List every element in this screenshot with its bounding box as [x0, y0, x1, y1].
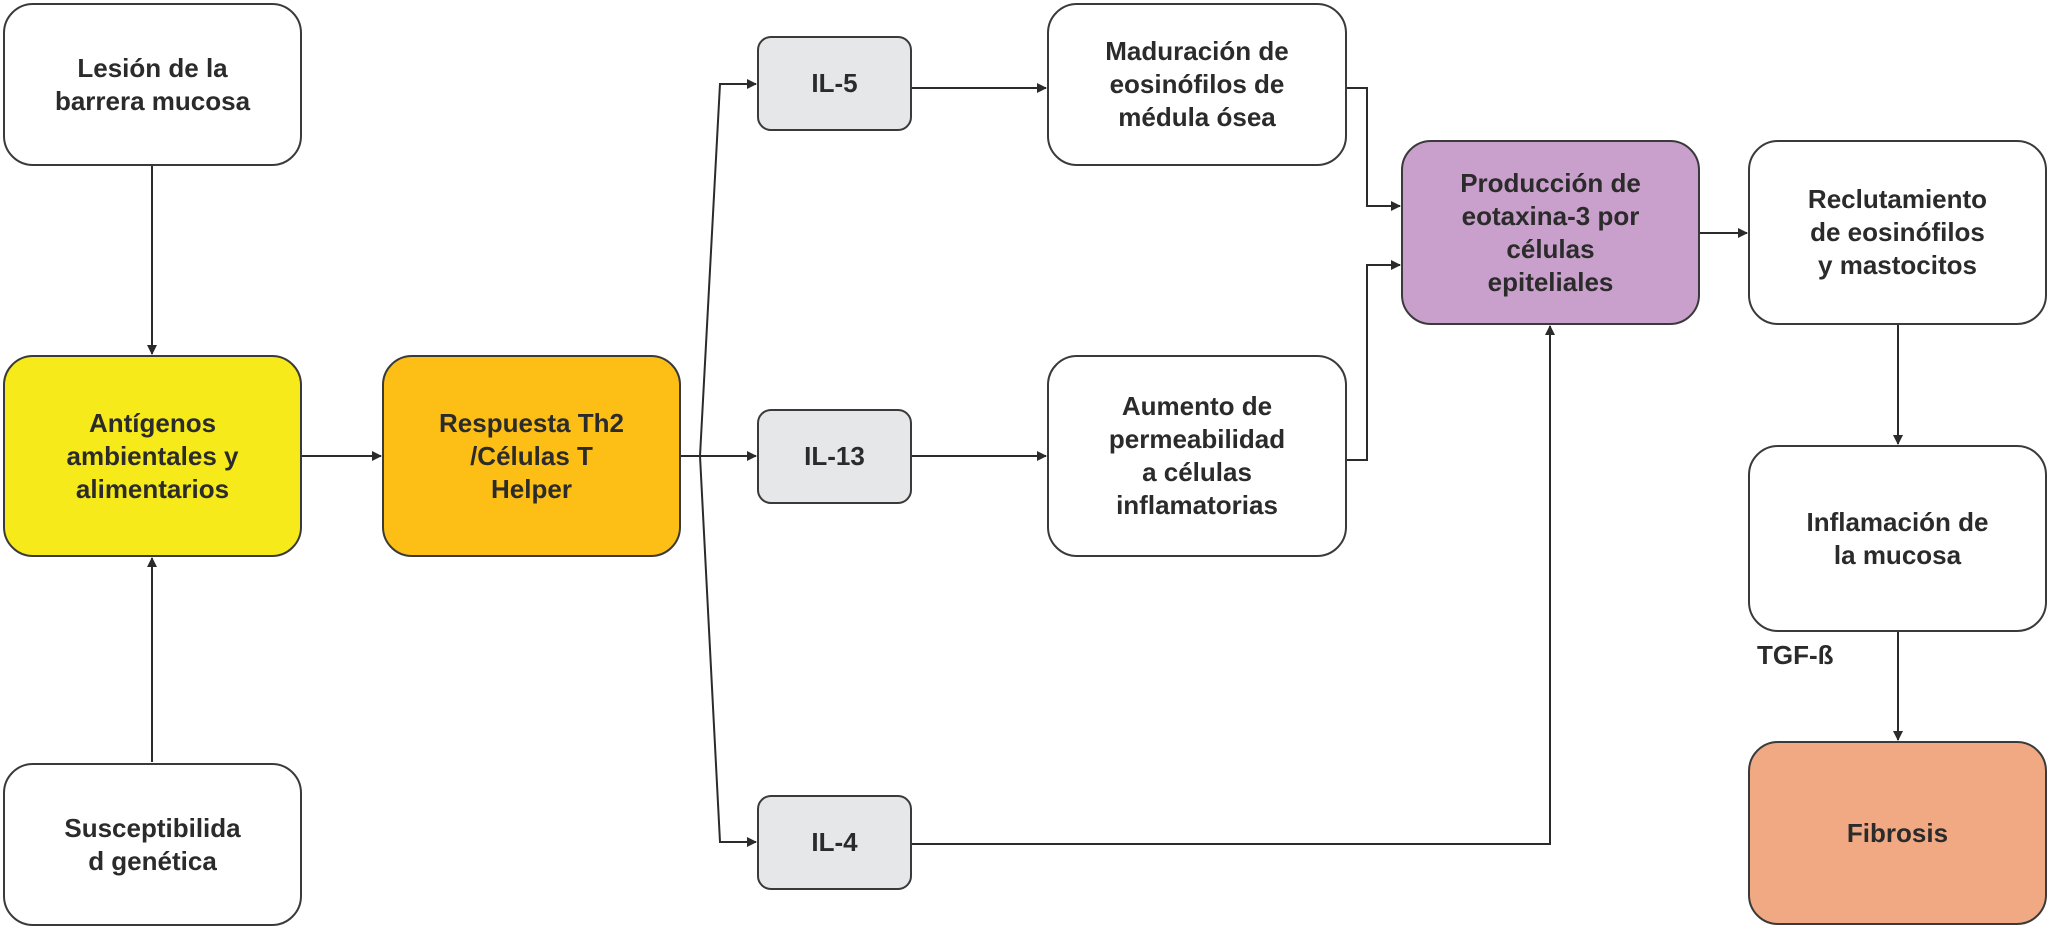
arrow-maduracion-to-eotaxina	[1347, 87, 1401, 211]
node-fibrosis: Fibrosis	[1748, 741, 2047, 925]
node-il5: IL-5	[757, 36, 912, 131]
node-il4: IL-4	[757, 795, 912, 890]
node-il13: IL-13	[757, 409, 912, 504]
arrow-permeabilidad-to-eotaxina	[1347, 260, 1401, 461]
arrow-il4-to-eotaxina	[912, 325, 1555, 845]
node-antigenos: Antígenos ambientales y alimentarios	[3, 355, 302, 557]
node-susceptibilidad: Susceptibilida d genética	[3, 763, 302, 926]
node-th2: Respuesta Th2 /Células T Helper	[382, 355, 681, 557]
arrow-th2-to-il4	[699, 455, 757, 847]
node-lesion: Lesión de la barrera mucosa	[3, 3, 302, 166]
node-maduracion: Maduración de eosinófilos de médula ósea	[1047, 3, 1347, 166]
node-inflamacion: Inflamación de la mucosa	[1748, 445, 2047, 632]
node-eotaxina: Producción de eotaxina-3 por células epi…	[1401, 140, 1700, 325]
arrow-th2-to-il5	[681, 79, 757, 457]
edge-label-tgf-beta: TGF-ß	[1757, 640, 1834, 670]
node-permeabilidad: Aumento de permeabilidad a células infla…	[1047, 355, 1347, 557]
node-reclutamiento: Reclutamiento de eosinófilos y mastocito…	[1748, 140, 2047, 325]
